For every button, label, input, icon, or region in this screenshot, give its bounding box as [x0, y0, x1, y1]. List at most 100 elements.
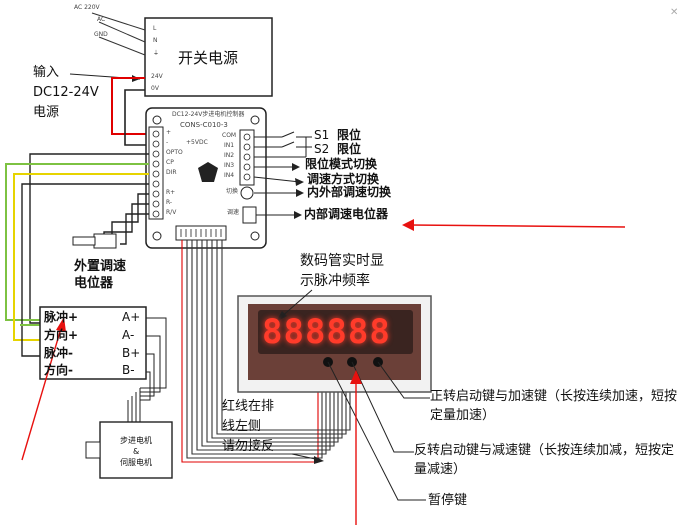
power-wire-24v [111, 77, 150, 135]
input-label-line2: DC12-24V [33, 85, 99, 100]
s1-text: 限位 [337, 128, 362, 142]
terminal-label: IN3 [224, 162, 235, 169]
board-small-label: +5VDC [186, 139, 208, 146]
rev-key-leader [351, 361, 414, 453]
s2-label: S2 [314, 142, 330, 156]
fwd-key-leader [377, 361, 430, 399]
frequency-display-digits: 888888 [262, 312, 391, 352]
terminal-label: CP [166, 159, 174, 166]
pot-wire-1 [111, 193, 149, 240]
driver-left-label: 脉冲- [44, 346, 73, 360]
ribbon-note-line2: 线左侧 [222, 419, 262, 434]
terminal-label: DIR [166, 169, 177, 176]
forward-key-note: 正转启动键与加速键（长按连续加速，短按定量加速） [430, 389, 678, 423]
motor-label-line2: & [133, 447, 140, 456]
power-wire-0v [124, 89, 150, 146]
speed-mode-arrow [253, 176, 301, 183]
close-icon[interactable]: ✕ [670, 7, 679, 18]
s2-text: 限位 [337, 142, 362, 156]
motor-wire-b- [140, 371, 151, 401]
driver-right-label: B- [122, 363, 135, 377]
gnd-label: GND [94, 31, 108, 38]
power-supply-title: 开关电源 [178, 49, 239, 67]
terminal-label: R+ [166, 189, 176, 196]
led-window [258, 310, 413, 354]
speed-mode-label: 调速方式切换 [307, 172, 380, 186]
pause-key-leader [327, 361, 426, 501]
driver-right-label: A- [122, 328, 135, 342]
ac-line-gnd [98, 36, 146, 56]
motor-label-line3: 伺服电机 [120, 458, 152, 467]
motor-wire-b+ [140, 353, 155, 397]
external-pot-label-line2: 电位器 [74, 276, 114, 291]
mount-hole [250, 231, 260, 241]
terminal-label: + [166, 129, 172, 136]
terminal-label: IN4 [224, 172, 235, 179]
ps-terminal-label: L [153, 25, 157, 32]
right-terminal-block [239, 129, 255, 186]
terminal-label: COM [222, 132, 237, 139]
external-pot-label-line1: 外置调速 [74, 259, 127, 274]
driver-right-label: A+ [122, 310, 141, 324]
motor-shaft [85, 441, 101, 459]
cp-wire-green [5, 163, 149, 321]
ps-terminal-label: ⏚ [153, 50, 160, 57]
mode-button [240, 186, 254, 200]
board-model: CONS-C010-3 [180, 121, 228, 129]
stepper-driver-box [39, 306, 147, 380]
terminal-label: - [166, 139, 169, 146]
ac-label: AC 220V [74, 4, 100, 11]
internal-pot-knob [242, 206, 257, 224]
s2-blade [281, 141, 295, 148]
display-annotation-line2: 示脉冲频率 [300, 273, 370, 289]
ac-line-l [91, 12, 146, 31]
ps-terminal-label: 0V [151, 85, 159, 92]
terminal-label: IN1 [224, 142, 235, 149]
pause-key-note: 暂停键 [428, 493, 468, 508]
dir-wire-yellow [13, 173, 149, 341]
mount-hole [152, 231, 162, 241]
ps-terminal-label: 24V [151, 73, 163, 80]
mount-hole [152, 115, 162, 125]
driver-right-label: B+ [122, 346, 141, 360]
s1-blade [281, 131, 295, 138]
terminal-label: IN2 [224, 152, 235, 159]
mount-hole [250, 115, 260, 125]
limit-mode-label: 限位模式切换 [305, 157, 378, 171]
reverse-key-note: 反转启动键与减速键（长按连续加减，短按定量减速） [414, 443, 675, 477]
ac-label: AC [97, 16, 106, 23]
driver-left-label: 方向+ [44, 328, 79, 342]
motor-label-line1: 步进电机 [120, 436, 152, 445]
brand-logo-mark [198, 162, 218, 182]
external-pot-shaft [72, 236, 96, 246]
terminal-label: OPTO [166, 149, 183, 156]
terminal-label: R/V [166, 209, 177, 216]
opto-wire [29, 153, 149, 324]
gnd-wire [21, 183, 149, 357]
ribbon-note-line1: 红线在排 [222, 399, 275, 414]
board-title: DC12-24V步进电机控制器 [172, 111, 245, 118]
display-annotation-line1: 数码管实时显 [300, 253, 384, 269]
pot-wire-3 [120, 213, 149, 245]
digit-annotation-arrow [279, 289, 313, 319]
driver-left-label: 方向- [44, 363, 73, 377]
terminal-label: R- [166, 199, 173, 206]
internal-pot-label: 内部调速电位器 [304, 207, 389, 221]
ribbon-red-wire [181, 240, 319, 463]
motor-wire-a+ [140, 317, 167, 389]
power-supply-box [144, 17, 273, 97]
internal-external-label: 内外部调速切换 [307, 185, 392, 199]
red-arrow-internal-pot [409, 224, 626, 228]
external-pot-body [93, 233, 117, 249]
ribbon-note-line3: 请勿接反 [222, 439, 275, 454]
input-label-line3: 电源 [33, 105, 60, 120]
s1-label: S1 [314, 128, 330, 142]
board-small-label: 调速 [227, 209, 240, 216]
ac-line-n [98, 21, 146, 43]
driver-left-label: 脉冲+ [44, 310, 79, 324]
ps-terminal-label: N [153, 37, 158, 44]
input-label-line1: 输入 [33, 65, 60, 80]
red-arrow-driver [21, 324, 63, 461]
